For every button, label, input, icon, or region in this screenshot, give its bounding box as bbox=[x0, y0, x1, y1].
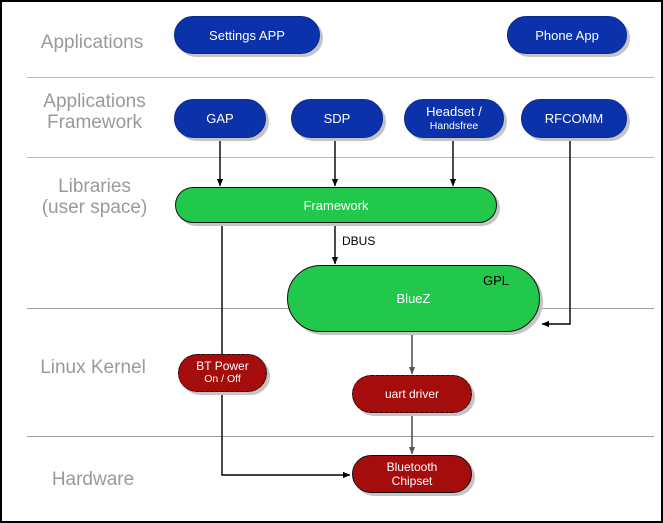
node-bt-power-state-label: On / Off bbox=[204, 373, 241, 385]
divider-kernel bbox=[27, 436, 654, 437]
divider-framework bbox=[27, 157, 654, 158]
divider-applications bbox=[27, 77, 654, 78]
node-bluetooth-chipset-label: Bluetooth bbox=[386, 460, 438, 474]
node-phone-app-label: Phone App bbox=[535, 27, 599, 43]
layer-label-applications: Applications bbox=[40, 32, 144, 53]
node-bt-power-label: BT Power bbox=[196, 359, 249, 373]
node-bluez[interactable]: BlueZ bbox=[287, 265, 540, 332]
layer-label-hardware: Hardware bbox=[51, 469, 135, 490]
node-uart-driver-label: uart driver bbox=[384, 387, 440, 401]
node-gap-label: GAP bbox=[206, 111, 234, 126]
node-bluez-label: BlueZ bbox=[396, 291, 431, 306]
node-rfcomm[interactable]: RFCOMM bbox=[521, 99, 627, 138]
node-bluetooth-chipset-label2: Chipset bbox=[391, 474, 433, 488]
node-uart-driver[interactable]: uart driver bbox=[352, 375, 472, 413]
node-framework-label: Framework bbox=[303, 197, 369, 213]
node-framework[interactable]: Framework bbox=[175, 187, 497, 223]
node-phone-app[interactable]: Phone App bbox=[507, 16, 627, 54]
node-bluez-license-tag: GPL bbox=[483, 273, 510, 288]
node-sdp-label: SDP bbox=[323, 111, 351, 126]
edge-label-dbus: DBUS bbox=[342, 234, 376, 248]
node-bt-power[interactable]: BT Power On / Off bbox=[178, 354, 267, 392]
node-sdp[interactable]: SDP bbox=[291, 99, 383, 138]
layer-label-linux-kernel: Linux Kernel bbox=[40, 357, 146, 378]
node-headset-label: Headset / bbox=[426, 103, 482, 119]
layer-label-libraries: Libraries (user space) bbox=[41, 176, 148, 218]
node-rfcomm-label: RFCOMM bbox=[544, 111, 604, 126]
node-handsfree-label: Handsfree bbox=[429, 119, 479, 132]
node-bluetooth-chipset[interactable]: Bluetooth Chipset bbox=[352, 455, 472, 493]
node-headset-handsfree[interactable]: Headset / Handsfree bbox=[404, 99, 504, 138]
layer-label-applications-framework: Applications Framework bbox=[43, 91, 146, 133]
node-settings-app[interactable]: Settings APP bbox=[174, 16, 320, 54]
node-settings-app-label: Settings APP bbox=[209, 27, 285, 43]
node-gap[interactable]: GAP bbox=[174, 99, 266, 138]
